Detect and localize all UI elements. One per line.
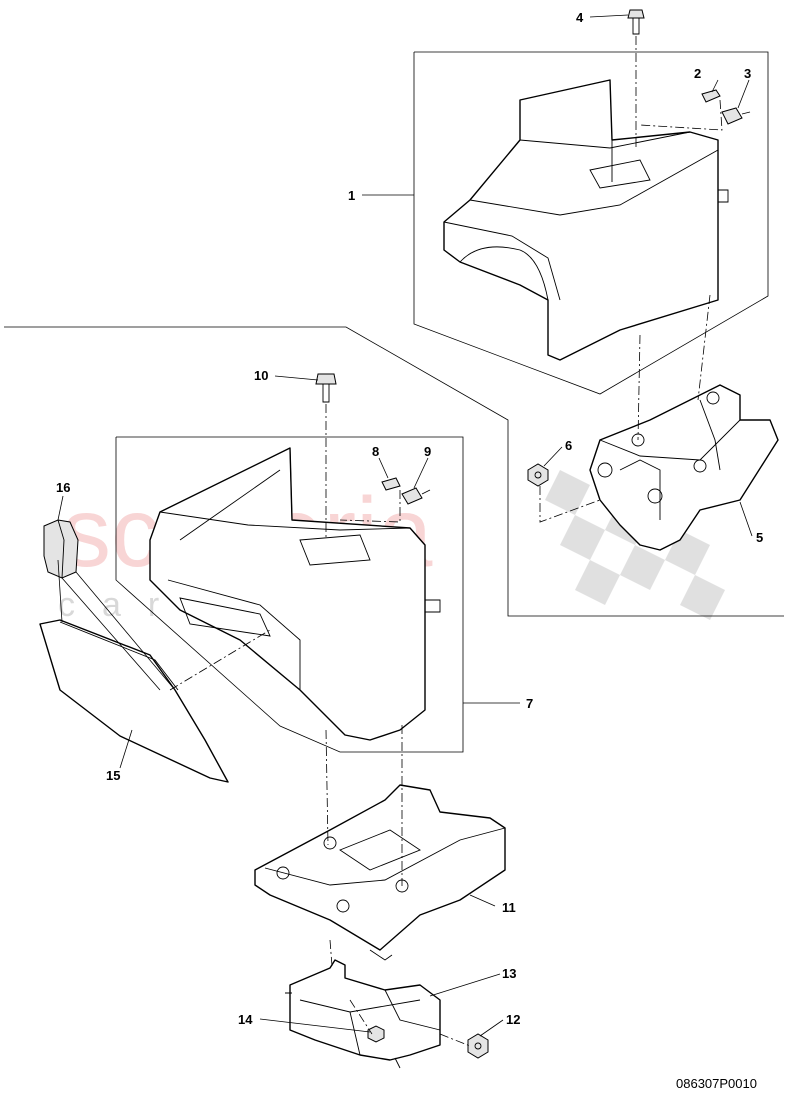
callout-16: 16 — [56, 480, 70, 495]
part-15-cover-panel — [39, 619, 229, 783]
assembly-axes — [169, 36, 723, 1047]
callout-7: 7 — [526, 696, 533, 711]
callout-leaders — [57, 14, 753, 1037]
part-13-small-bracket — [285, 959, 441, 1069]
callout-11: 11 — [502, 900, 516, 915]
callout-3: 3 — [744, 66, 751, 81]
callout-12: 12 — [506, 1012, 520, 1027]
callout-10: 10 — [254, 368, 268, 383]
diagram-reference: 086307P0010 — [676, 1076, 757, 1091]
callout-14: 14 — [238, 1012, 253, 1027]
checkered-flag-icon — [545, 470, 725, 620]
part-5-upper-bracket — [589, 384, 779, 551]
callout-labels: 1 2 3 4 5 6 7 8 9 10 11 12 13 14 15 16 — [56, 10, 763, 1027]
fastener-8-pin — [381, 477, 401, 491]
group-box-lower — [115, 436, 464, 753]
group-box-upper — [413, 51, 769, 395]
callout-13: 13 — [502, 966, 516, 981]
fastener-9-pin — [401, 487, 431, 505]
callout-8: 8 — [372, 444, 379, 459]
part-1-console-cover — [443, 79, 729, 361]
callout-1: 1 — [348, 188, 355, 203]
fastener-2-pin — [701, 89, 721, 103]
part-16-clip — [43, 519, 79, 579]
fastener-12-nut — [467, 1033, 489, 1059]
fastener-3-pin — [721, 107, 751, 125]
fastener-14-nut — [367, 1025, 385, 1043]
callout-6: 6 — [565, 438, 572, 453]
group-box-base-outline — [4, 326, 784, 617]
callout-4: 4 — [576, 10, 584, 25]
fastener-10-screw — [315, 373, 337, 403]
callout-2: 2 — [694, 66, 701, 81]
callout-5: 5 — [756, 530, 763, 545]
part-7-storage-compartment — [149, 447, 441, 741]
fastener-4-screw — [627, 9, 645, 35]
callout-15: 15 — [106, 768, 120, 783]
clip-guide-lines — [57, 559, 176, 691]
callout-9: 9 — [424, 444, 431, 459]
part-11-base-bracket — [254, 784, 506, 961]
fastener-6-nut — [527, 463, 549, 487]
